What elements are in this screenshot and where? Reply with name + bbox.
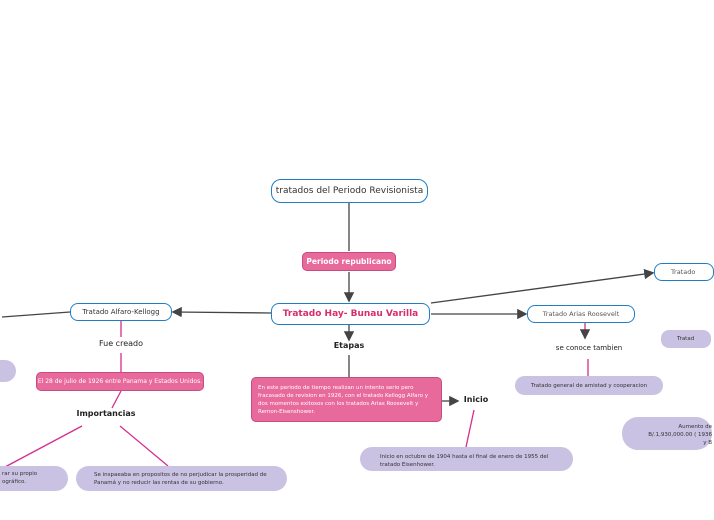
fue-creado-node[interactable]: Fue creado [88, 339, 154, 353]
se-conoce-label: se conoce tambien [555, 344, 623, 352]
arias-roosevelt-label: Tratado Arias Roosevelt [542, 310, 620, 318]
tratado-right-node[interactable]: Tratado [654, 263, 714, 281]
left-partial-node[interactable] [0, 360, 16, 382]
etapas-node[interactable]: Etapas [322, 341, 376, 355]
edge-importancias-right [119, 425, 169, 467]
inicio-description-text: Inicio en octubre de 1904 hasta el final… [380, 454, 549, 468]
edge-alfaro-left [1, 311, 71, 318]
fecha-node[interactable]: El 28 de julio de 1926 entre Panama y Es… [36, 372, 204, 391]
general-node[interactable]: Tratado general de amistad y cooperacion [515, 376, 663, 395]
edge-center-tratado-right [430, 268, 655, 304]
importancias-node[interactable]: Importancias [70, 409, 142, 423]
importance-right-leaf[interactable]: Se inspaeaba en propositos de no perjudi… [76, 466, 287, 491]
fue-creado-label: Fue creado [98, 339, 143, 348]
se-conoce-node[interactable]: se conoce tambien [543, 344, 635, 357]
edge-inicio-desc [465, 409, 475, 448]
central-topic[interactable]: Tratado Hay- Bunau Varilla [271, 303, 430, 325]
aumento-text: Aumento de B/.1,930,000.00 ( 1936 y B [648, 424, 712, 446]
importancias-label: Importancias [76, 409, 136, 418]
periodo-node[interactable]: Periodo republicano [302, 252, 396, 271]
aumento-leaf[interactable]: Aumento de B/.1,930,000.00 ( 1936 y B [622, 417, 712, 450]
edge-fecha-importancias [111, 390, 122, 409]
root-topic[interactable]: tratados del Periodo Revisionista [271, 179, 428, 203]
connectors [1, 203, 655, 468]
inicio-node[interactable]: Inicio [460, 395, 492, 409]
etapas-description-text: En este periodo de tiempo realizan un in… [258, 385, 429, 415]
general-label: Tratado general de amistad y cooperacion [530, 382, 648, 389]
fecha-label: El 28 de julio de 1926 entre Panama y Es… [37, 378, 203, 385]
tratado-small-text: Tratad [677, 336, 695, 342]
importance-left-text: rar su propio ográfico. [2, 471, 38, 485]
inicio-label: Inicio [463, 395, 489, 404]
arias-roosevelt-node[interactable]: Tratado Arias Roosevelt [527, 305, 635, 323]
periodo-label: Periodo republicano [306, 257, 392, 266]
importance-right-text: Se inspaeaba en propositos de no perjudi… [94, 472, 267, 486]
etapas-label: Etapas [333, 341, 365, 350]
central-topic-label: Tratado Hay- Bunau Varilla [282, 309, 419, 319]
tratado-right-label: Tratado [671, 268, 696, 276]
alfaro-kellogg-node[interactable]: Tratado Alfaro-Kellogg [70, 303, 172, 321]
edge-importancias-left [4, 425, 83, 468]
inicio-description[interactable]: Inicio en octubre de 1904 hasta el final… [360, 447, 573, 471]
etapas-description[interactable]: En este periodo de tiempo realizan un in… [251, 377, 442, 422]
importance-left-leaf[interactable]: rar su propio ográfico. [0, 466, 68, 491]
tratado-small-leaf[interactable]: Tratad [661, 330, 711, 348]
alfaro-kellogg-label: Tratado Alfaro-Kellogg [82, 308, 160, 316]
root-topic-label: tratados del Periodo Revisionista [275, 186, 424, 196]
edge-center-alfaro [171, 306, 272, 318]
